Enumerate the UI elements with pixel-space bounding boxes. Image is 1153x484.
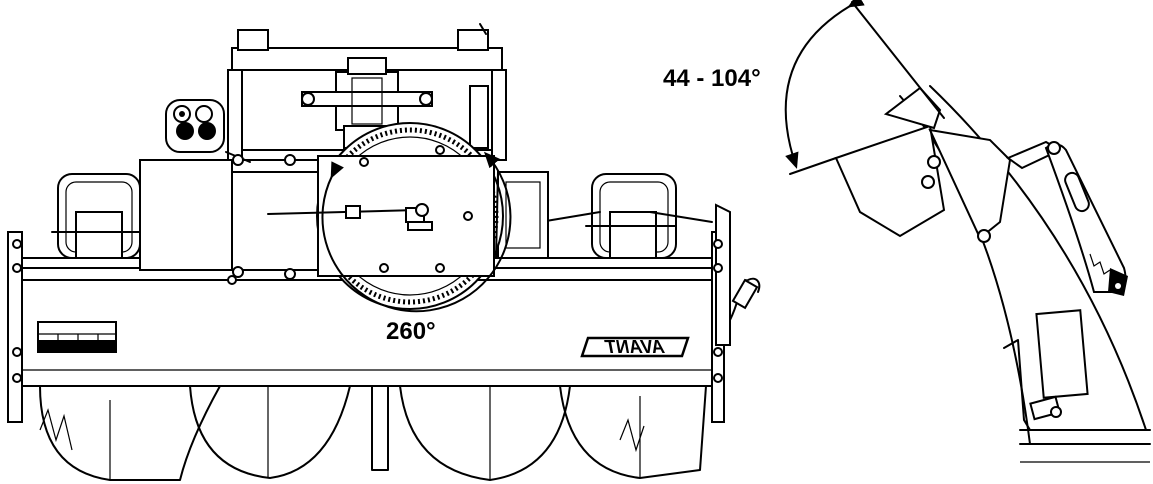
side-guards	[51, 173, 713, 259]
deflector-linkage	[928, 128, 1063, 243]
rotation-arc-arrow	[321, 151, 512, 313]
upper-reference-line	[851, 1, 945, 119]
hydraulic-coupler-block	[165, 99, 225, 153]
front-view-snow-blower: AVANT 260°	[7, 23, 761, 481]
avant-logo-text: AVANT	[603, 337, 665, 357]
tilt-arc-arrow	[784, 0, 865, 169]
tilt-angle-label: 44 - 104°	[663, 65, 761, 92]
warning-label-block	[37, 321, 117, 353]
avant-logo: AVANT	[580, 336, 690, 358]
side-hose	[729, 277, 761, 321]
side-view-chute: 44 - 104°	[663, 0, 1151, 463]
auger-flights	[39, 385, 707, 481]
chute-bracket	[1003, 309, 1089, 431]
rotation-angle-label: 260°	[386, 318, 436, 345]
adjustment-rail	[1044, 141, 1128, 296]
chute-drive-box	[139, 151, 321, 285]
chute-outer-edge	[929, 85, 1147, 431]
